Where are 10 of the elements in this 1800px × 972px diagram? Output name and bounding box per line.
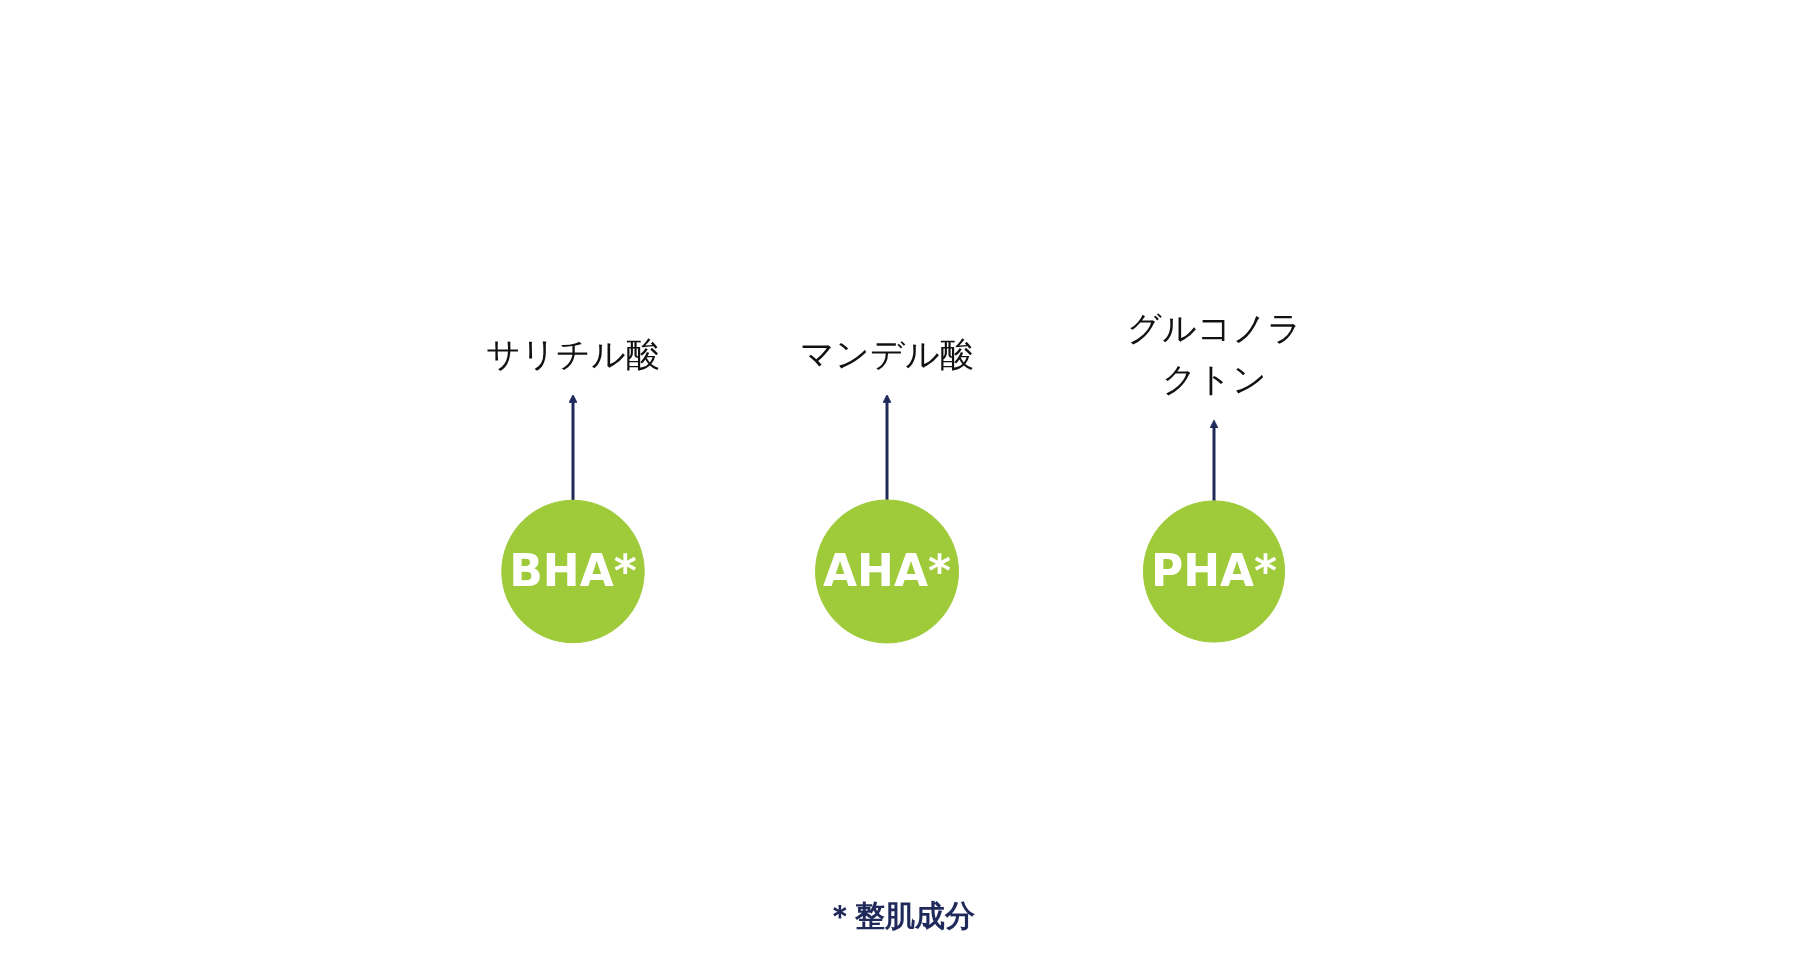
arrow <box>568 394 578 501</box>
node-text: グルコノラクトン <box>1126 308 1302 400</box>
arrow <box>1209 419 1219 501</box>
node-circle: PHA* <box>1142 500 1286 643</box>
node-circle: BHA* <box>501 499 645 644</box>
node-text: サリチル酸 <box>486 333 660 374</box>
node-text: マンデル酸 <box>800 333 974 374</box>
arrow <box>882 394 892 500</box>
footnote: ＊整肌成分 <box>825 896 975 935</box>
node-circle: AHA* <box>815 499 959 644</box>
